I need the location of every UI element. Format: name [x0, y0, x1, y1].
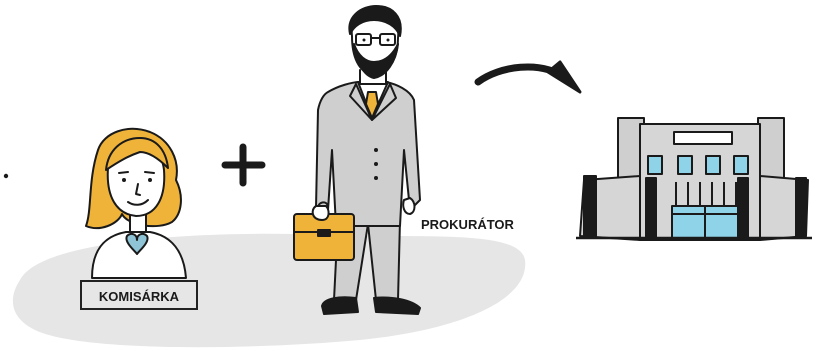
commissioner-label: KOMISÁRKA	[80, 280, 198, 310]
prosecutor-label: PROKURÁTOR	[421, 217, 514, 232]
commissioner-figure	[85, 127, 187, 279]
arrow-icon	[474, 60, 582, 94]
prosecutor-figure	[293, 5, 421, 315]
court-building-icon	[576, 117, 812, 241]
dot	[3, 173, 9, 179]
plus-icon	[221, 143, 266, 187]
